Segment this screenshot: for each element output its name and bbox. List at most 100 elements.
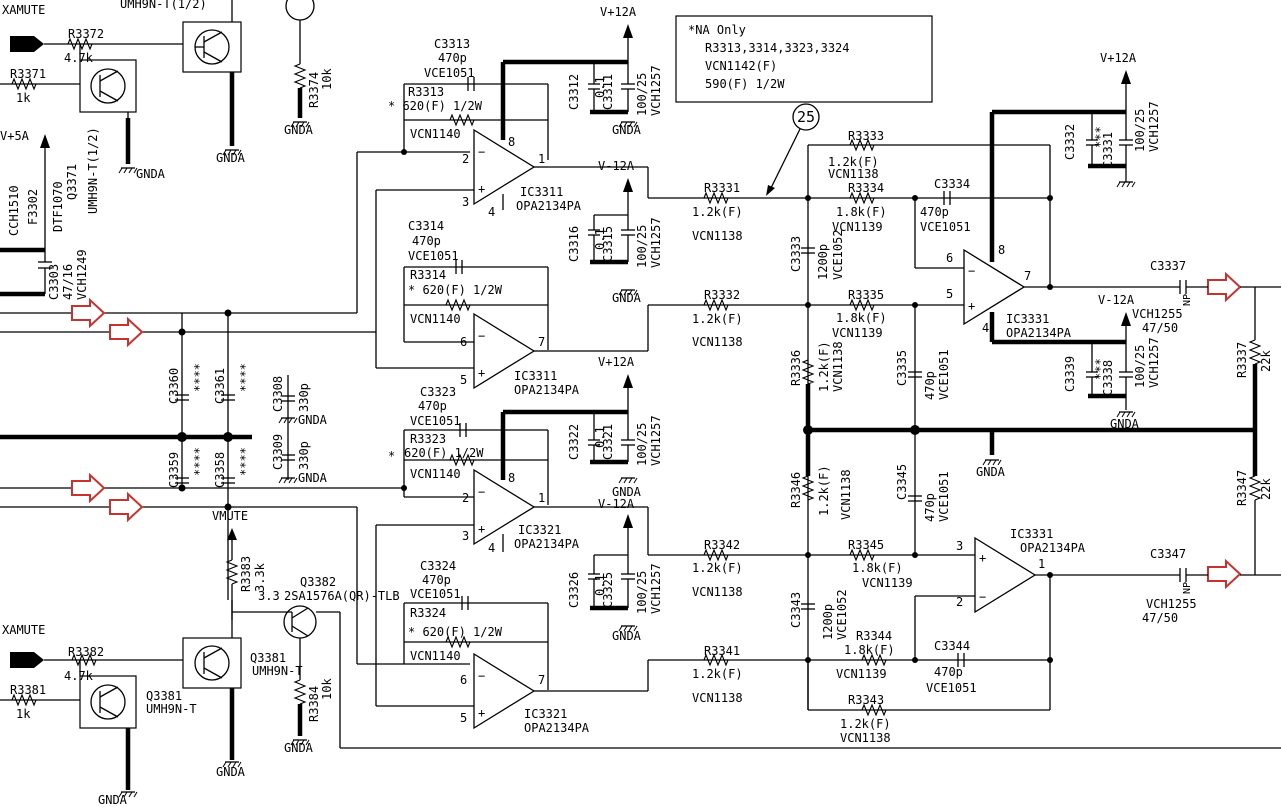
svg-text:OPA2134PA: OPA2134PA <box>514 537 580 551</box>
svg-text:VCE1052: VCE1052 <box>831 229 845 280</box>
svg-text:R3331: R3331 <box>704 181 740 195</box>
svg-text:470p: 470p <box>920 205 949 219</box>
svg-text:GNDA: GNDA <box>98 793 128 807</box>
svg-text:R3371: R3371 <box>10 67 46 81</box>
svg-text:GNDA: GNDA <box>976 465 1006 479</box>
svg-text:470p: 470p <box>934 665 963 679</box>
callout-marker: 25 <box>766 103 820 196</box>
svg-text:R3382: R3382 <box>68 645 104 659</box>
ic3311b-stage: C3314 470p VCE1051 R3314 * 620(F) 1/2W V… <box>376 219 580 397</box>
svg-text:R3313: R3313 <box>408 85 444 99</box>
note-line-1: *NA Only <box>688 23 746 37</box>
svg-text:C3309: C3309 <box>271 434 285 470</box>
svg-text:R3374: R3374 <box>307 72 321 108</box>
svg-text:OPA2134PA: OPA2134PA <box>514 383 580 397</box>
svg-text:VCN1138: VCN1138 <box>831 341 845 392</box>
svg-text:4: 4 <box>488 205 495 219</box>
input-signal-lines <box>0 151 470 665</box>
svg-text:IC3321: IC3321 <box>518 523 561 537</box>
svg-text:UMH9N-T(1/2): UMH9N-T(1/2) <box>120 0 207 11</box>
ic3331b-stage: +− 3 2 1 IC3331 OPA2134PA C3347 NP VCH12… <box>956 470 1281 625</box>
svg-text:470p: 470p <box>923 371 937 400</box>
svg-text:VCH1257: VCH1257 <box>1147 337 1161 388</box>
svg-text:C3308: C3308 <box>271 376 285 412</box>
svg-text:R3372: R3372 <box>68 27 104 41</box>
svg-text:C3347: C3347 <box>1150 547 1186 561</box>
svg-text:+: + <box>979 551 986 565</box>
svg-text:C3332: C3332 <box>1063 124 1077 160</box>
svg-text:100/25: 100/25 <box>635 571 649 614</box>
svg-text:1: 1 <box>538 491 545 505</box>
svg-text:2: 2 <box>462 491 469 505</box>
svg-text:C3321: C3321 <box>601 424 615 460</box>
svg-text:1.8k(F): 1.8k(F) <box>844 643 895 657</box>
svg-text:R3343: R3343 <box>848 693 884 707</box>
svg-text:1.2k(F): 1.2k(F) <box>692 205 743 219</box>
svg-text:R3347: R3347 <box>1235 470 1249 506</box>
svg-text:***: *** <box>1093 358 1107 380</box>
svg-text:GNDA: GNDA <box>298 471 328 485</box>
svg-text:Q3382: Q3382 <box>300 575 336 589</box>
svg-text:0.1: 0.1 <box>593 574 607 596</box>
svg-text:100/25: 100/25 <box>1133 109 1147 152</box>
svg-text:4: 4 <box>982 321 989 335</box>
svg-text:2: 2 <box>956 595 963 609</box>
arrow-in-3 <box>71 472 106 504</box>
svg-text:1k: 1k <box>16 707 31 721</box>
svg-text:R3346: R3346 <box>789 472 803 508</box>
svg-text:+: + <box>478 522 485 536</box>
svg-text:1.2k(F): 1.2k(F) <box>840 717 891 731</box>
svg-text:470p: 470p <box>923 493 937 522</box>
supply-decoupling-a: V+12A GNDA C3312 0.1 C3311 100/25 VCH125… <box>567 5 663 305</box>
svg-text:VCN1140: VCN1140 <box>410 127 461 141</box>
svg-text:R3335: R3335 <box>848 288 884 302</box>
ic3321b-stage: C3324 470p VCE1051 R3324 * 620(F) 1/2W V… <box>376 559 590 735</box>
svg-text:1.2k(F): 1.2k(F) <box>692 312 743 326</box>
xamute-top-label: XAMUTE <box>2 3 45 17</box>
svg-text:3: 3 <box>462 195 469 209</box>
v5a-supply: V+5A CCH1510 F3302 DTF1070 C3303 47/16 V… <box>0 129 89 300</box>
svg-text:8: 8 <box>998 243 1005 257</box>
arrow-out-1 <box>1207 271 1242 303</box>
svg-text:R3332: R3332 <box>704 288 740 302</box>
svg-text:VCN1138: VCN1138 <box>828 167 879 181</box>
svg-text:4: 4 <box>488 541 495 555</box>
svg-text:NP: NP <box>1182 294 1193 306</box>
svg-text:GNDA: GNDA <box>284 741 314 755</box>
svg-text:VCN1138: VCN1138 <box>692 335 743 349</box>
svg-text:470p: 470p <box>422 573 451 587</box>
svg-text:100/25: 100/25 <box>635 423 649 466</box>
arrow-out-2 <box>1207 558 1242 590</box>
svg-text:OPA2134PA: OPA2134PA <box>1006 326 1072 340</box>
svg-text:C3322: C3322 <box>567 424 581 460</box>
svg-text:100/25: 100/25 <box>635 73 649 116</box>
svg-text:C3311: C3311 <box>601 74 615 110</box>
svg-text:GNDA: GNDA <box>612 123 642 137</box>
svg-text:C3339: C3339 <box>1063 356 1077 392</box>
svg-text:VCH1257: VCH1257 <box>649 217 663 268</box>
svg-text:10k: 10k <box>320 68 334 90</box>
svg-text:C3343: C3343 <box>789 592 803 628</box>
svg-text:8: 8 <box>508 135 515 149</box>
svg-text:* 620(F) 1/2W: * 620(F) 1/2W <box>408 625 503 639</box>
svg-text:C3359: C3359 <box>167 452 181 488</box>
svg-text:C3334: C3334 <box>934 177 970 191</box>
svg-text:V+12A: V+12A <box>1100 51 1137 65</box>
svg-text:VCN1139: VCN1139 <box>832 220 883 234</box>
svg-text:VCN1138: VCN1138 <box>839 469 853 520</box>
note-line-2: R3313,3314,3323,3324 <box>705 41 850 55</box>
svg-text:V+5A: V+5A <box>0 129 30 143</box>
svg-text:Q3381: Q3381 <box>146 689 182 703</box>
svg-text:−: − <box>478 485 485 499</box>
svg-text:VCE1052: VCE1052 <box>835 589 849 640</box>
note-line-4: 590(F) 1/2W <box>705 77 785 91</box>
svg-text:V-12A: V-12A <box>598 497 635 511</box>
svg-text:1.2k(F): 1.2k(F) <box>828 155 879 169</box>
svg-text:****: **** <box>238 363 252 392</box>
svg-text:C3323: C3323 <box>420 385 456 399</box>
svg-text:25: 25 <box>797 108 815 126</box>
svg-text:C3324: C3324 <box>420 559 456 573</box>
svg-text:10k: 10k <box>320 678 334 700</box>
svg-text:330p: 330p <box>297 383 311 412</box>
